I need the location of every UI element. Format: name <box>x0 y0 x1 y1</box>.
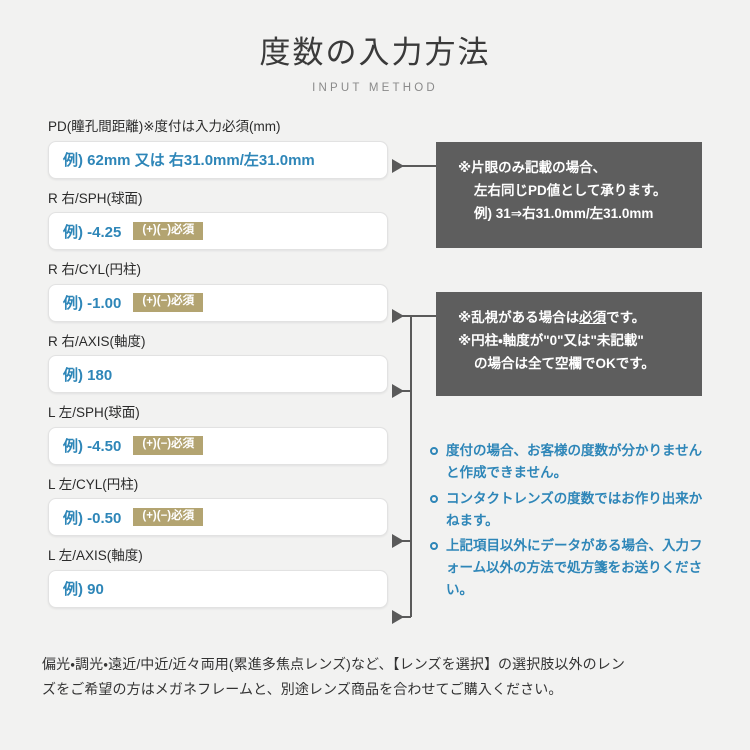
field-r-sph-value: 例) -4.25 <box>63 223 122 241</box>
field-l-sph-label: L 左/SPH(球面) <box>48 405 140 420</box>
field-r-sph-badge: (+)(−)必須 <box>133 221 204 241</box>
field-l-axis: L 左/AXIS(軸度) 例) 90 <box>48 549 388 608</box>
field-l-sph: L 左/SPH(球面) 例) -4.50 (+)(−)必須 <box>48 406 388 465</box>
field-r-cyl-badge: (+)(−)必須 <box>133 293 204 312</box>
note-pd-line-1: ※片眼のみ記載の場合、 <box>458 160 607 175</box>
field-r-cyl: R 右/CYL(円柱) 例) -1.00 (+)(−)必須 <box>48 263 388 322</box>
field-l-axis-value: 例) 90 <box>63 581 104 598</box>
note-box-pd: ※片眼のみ記載の場合、 左右同じPD値として承ります。 例) 31⇒右31.0m… <box>436 142 702 248</box>
field-l-sph-badge: (+)(−)必須 <box>133 436 204 455</box>
note-cyl-line-3: の場合は全て空欄でOKです。 <box>474 356 655 372</box>
note-cyl-line-2: ※円柱・軸度が"0"又は"未記載" <box>458 333 644 349</box>
page-header: 度数の入力方法 INPUT METHOD <box>0 35 750 95</box>
field-pd-label: PD(瞳孔間距離)※度付は入力必須(mm) <box>48 119 281 134</box>
field-l-sph-input[interactable]: 例) -4.50 (+)(−)必須 <box>48 426 388 465</box>
footer-note: 偏光・調光・遠近/中近/近々両用(累進多焦点レンズ)など、【レンズを選択】の選択… <box>42 652 712 703</box>
field-r-sph: R 右/SPH(球面) 例) -4.25 (+)(−)必須 <box>48 190 388 250</box>
field-l-cyl-badge: (+)(−)必須 <box>133 507 204 527</box>
list-item: 上記項目以外にデータがある場合、入力フォーム以外の方法で処方箋をお送りください。 <box>430 535 710 601</box>
field-r-axis-label: R 右/AXIS(軸度) <box>48 333 146 349</box>
field-l-cyl: L 左/CYL(円柱) 例) -0.50 (+)(−)必須 <box>48 476 388 536</box>
note-pd-line-2: 左右同じPD値として承ります。 <box>474 183 667 199</box>
list-item-text: 上記項目以外にデータがある場合、入力フォーム以外の方法で処方箋をお送りください。 <box>446 538 703 598</box>
list-item: コンタクトレンズの度数ではお作り出来かねます。 <box>430 488 710 532</box>
field-l-cyl-label: L 左/CYL(円柱) <box>48 476 139 492</box>
field-r-sph-label: R 右/SPH(球面) <box>48 190 143 206</box>
field-l-sph-value: 例) -4.50 <box>63 438 122 455</box>
field-r-axis-input[interactable]: 例) 180 <box>48 355 388 393</box>
field-r-axis: R 右/AXIS(軸度) 例) 180 <box>48 333 388 393</box>
notice-list: 度付の場合、お客様の度数が分かりませんと作成できません。 コンタクトレンズの度数… <box>430 440 710 605</box>
page-title: 度数の入力方法 <box>259 35 491 70</box>
note-cyl-line-1-text: ※乱視がある場合は必須です。 <box>458 310 646 325</box>
note-cyl-line-1: ※乱視がある場合は必須です。 <box>458 306 702 329</box>
note-pd-line-3: 例) 31⇒右31.0mm/左31.0mm <box>474 206 654 222</box>
list-item-text: コンタクトレンズの度数ではお作り出来かねます。 <box>446 490 703 528</box>
circle-bullet-icon <box>430 542 438 551</box>
field-l-axis-input[interactable]: 例) 90 <box>48 569 388 608</box>
field-l-cyl-value: 例) -0.50 <box>63 509 122 527</box>
field-l-axis-label: L 左/AXIS(軸度) <box>48 548 143 563</box>
field-r-cyl-input[interactable]: 例) -1.00 (+)(−)必須 <box>48 283 388 322</box>
note-box-cyl: ※乱視がある場合は必須です。 ※円柱・軸度が"0"又は"未記載" の場合は全て空… <box>436 292 702 396</box>
list-item-text: 度付の場合、お客様の度数が分かりませんと作成できません。 <box>446 443 703 480</box>
field-pd-value: 例) 62mm 又は 右31.0mm/左31.0mm <box>63 152 315 169</box>
field-r-axis-value: 例) 180 <box>63 366 113 384</box>
list-item: 度付の場合、お客様の度数が分かりませんと作成できません。 <box>430 440 710 484</box>
field-pd: PD(瞳孔間距離)※度付は入力必須(mm) 例) 62mm 又は 右31.0mm… <box>48 120 388 179</box>
page-subtitle: INPUT METHOD <box>312 82 438 95</box>
circle-bullet-icon <box>430 494 438 503</box>
field-l-cyl-input[interactable]: 例) -0.50 (+)(−)必須 <box>48 498 388 536</box>
footer-line-1: 偏光・調光・遠近/中近/近々両用(累進多焦点レンズ)など、【レンズを選択】の選択… <box>42 656 625 672</box>
field-r-sph-input[interactable]: 例) -4.25 (+)(−)必須 <box>48 212 388 250</box>
field-r-cyl-label: R 右/CYL(円柱) <box>48 262 142 277</box>
circle-bullet-icon <box>430 447 438 455</box>
field-pd-input[interactable]: 例) 62mm 又は 右31.0mm/左31.0mm <box>48 140 388 179</box>
footer-line-2: ズをご希望の方はメガネフレームと、別途レンズ商品を合わせてご購入ください。 <box>42 681 563 698</box>
field-r-cyl-value: 例) -1.00 <box>63 295 122 312</box>
prescription-form: PD(瞳孔間距離)※度付は入力必須(mm) 例) 62mm 又は 右31.0mm… <box>48 120 388 621</box>
